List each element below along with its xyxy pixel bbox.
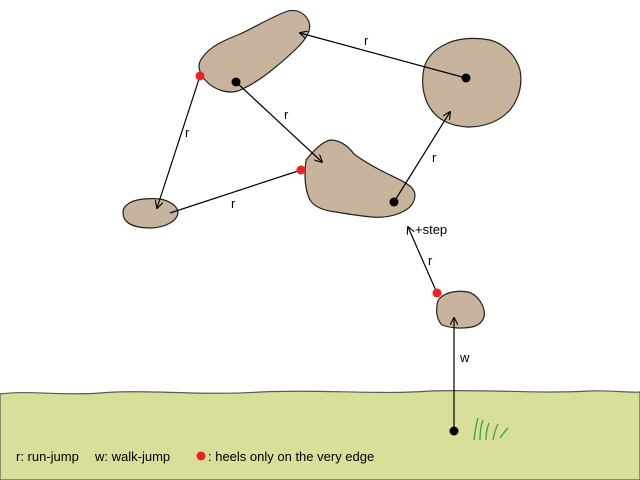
rock-low-right <box>436 290 486 329</box>
edge-dot-top-left <box>195 71 205 81</box>
label-run-small-middle: r <box>231 196 236 211</box>
arrow-top-left-to-small <box>157 75 201 208</box>
arrow-top-left-to-middle <box>235 81 322 162</box>
edge-dot-middle <box>296 165 306 175</box>
label-run-middle-round: r <box>432 150 437 165</box>
player-dot-round <box>461 73 471 83</box>
player-dot-middle <box>389 197 399 207</box>
legend-red-dot <box>196 451 206 461</box>
arrow-round-to-top-left <box>300 33 467 79</box>
label-step: +step <box>415 222 447 237</box>
ground <box>0 389 640 480</box>
rock-top-left <box>198 9 311 93</box>
arrow-low-to-middle <box>408 227 438 294</box>
legend-run-jump: r: run-jump <box>16 449 79 464</box>
label-run-low: r <box>428 253 433 268</box>
label-run-topleft-middle: r <box>284 107 289 122</box>
player-dot-top-left <box>231 77 241 87</box>
label-walk: w <box>459 350 470 365</box>
label-run-round-topleft: r <box>364 33 369 48</box>
arrow-small-to-middle <box>169 169 302 214</box>
start-dot <box>449 426 459 436</box>
rock-middle <box>304 139 416 218</box>
rock-small-left <box>122 198 179 229</box>
arrow-middle-to-round <box>393 112 450 203</box>
legend-edge-note: : heels only on the very edge <box>208 449 374 464</box>
legend-walk-jump: w: walk-jump <box>94 449 170 464</box>
rock-round-right <box>422 37 522 128</box>
edge-dot-low <box>432 288 442 298</box>
label-run-topleft-small: r <box>185 125 190 140</box>
grass-tuft <box>473 417 509 441</box>
